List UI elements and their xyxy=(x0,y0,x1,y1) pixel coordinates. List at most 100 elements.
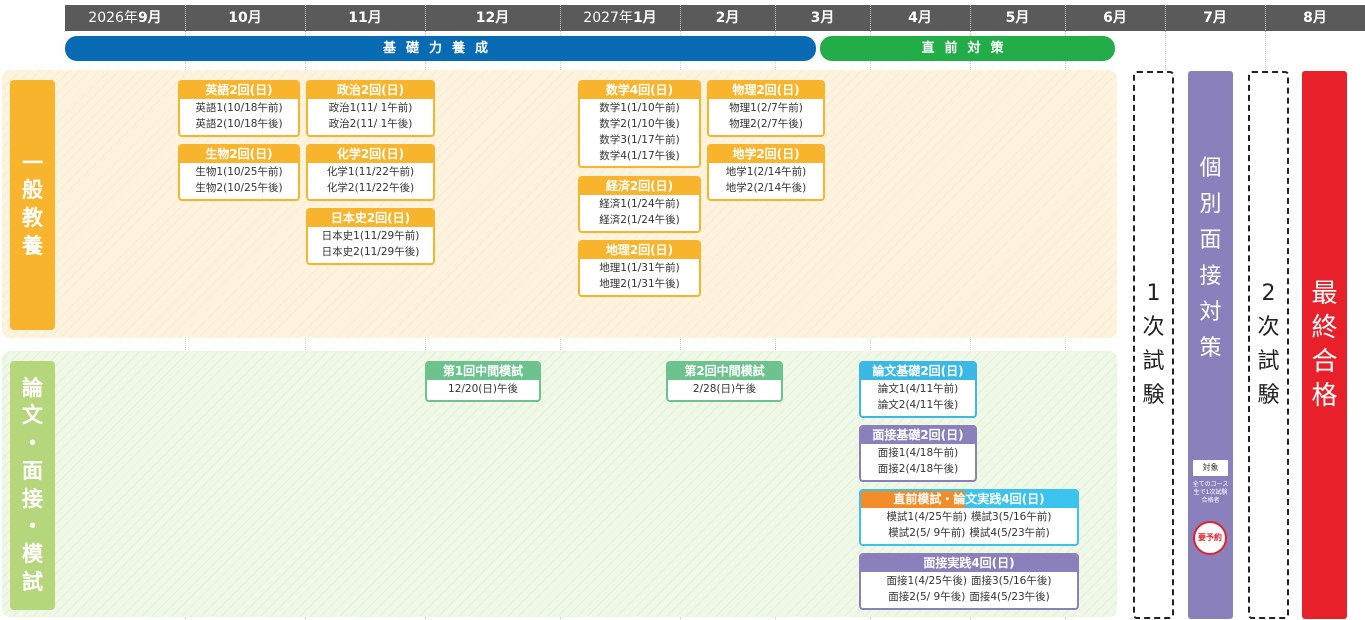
box-line: 生物1(10/25午前) xyxy=(195,166,283,178)
box-line: 生物2(10/25午後) xyxy=(195,182,283,194)
label-char: 験 xyxy=(1142,383,1165,408)
month-name: 5月 xyxy=(1005,10,1030,26)
label-char: 論 xyxy=(22,375,43,400)
label-char: 最 xyxy=(1311,279,1338,309)
subject-box: 地学2回(日)地学1(2/14午前)地学2(2/14午後) xyxy=(707,144,825,201)
box-line: 日本史2(11/29午後) xyxy=(321,246,420,258)
month-label: 3月 xyxy=(775,5,870,31)
label-char: 試 xyxy=(1142,349,1165,374)
label-char: 試 xyxy=(1257,349,1280,374)
label-char: 格 xyxy=(1311,381,1338,411)
year-label: 2026年 xyxy=(88,10,138,26)
box-line: 政治1(11/ 1午前) xyxy=(328,102,413,114)
subject-box: 化学2回(日)化学1(11/22午前)化学2(11/22午後) xyxy=(306,144,435,201)
box-title: 政治2回(日) xyxy=(308,82,433,99)
essay-section-label: 論文・面接・模試 xyxy=(10,361,55,610)
label-char: 験 xyxy=(1257,383,1280,408)
box-line-item: 模試1(4/25午前) xyxy=(886,511,967,523)
box-line: 数学3(1/17午前) xyxy=(599,134,680,146)
box-title: 面接実践4回(日) xyxy=(861,555,1077,572)
month-label: 2026年9月 xyxy=(65,5,185,31)
subject-box: 政治2回(日) 政治1(11/ 1午前) 政治2(11/ 1午後) xyxy=(306,80,435,137)
box-line: 英語1(10/18午前) xyxy=(195,102,283,114)
subject-box: 生物2回(日)生物1(10/25午前)生物2(10/25午後) xyxy=(178,144,300,201)
box-line: 数学2(1/10午後) xyxy=(599,118,680,130)
label-char: ・ xyxy=(22,431,43,456)
label-char: 接 xyxy=(22,486,43,511)
label-char: 養 xyxy=(22,233,43,258)
box-line: 経済1(1/24午前) xyxy=(599,198,680,210)
box-line-item: 面接4(5/23午後) xyxy=(969,591,1050,603)
subject-box: 経済2回(日)経済1(1/24午前)経済2(1/24午後) xyxy=(578,176,701,233)
box-title: 化学2回(日) xyxy=(308,146,433,163)
session-box: 面接基礎2回(日) 面接1(4/18午前) 面接2(4/18午後) xyxy=(859,425,977,482)
phase-bar-final-prep: 直前対策 xyxy=(820,36,1115,61)
session-box: 面接実践4回(日) 面接1(4/25午後) 面接3(5/16午後) 面接2(5/ 9午… xyxy=(859,553,1079,610)
subject-box: 日本史2回(日) 日本史1(11/29午前) 日本史2(11/29午後) xyxy=(306,208,435,265)
box-line-item: 面接3(5/16午後) xyxy=(971,575,1052,587)
label-char: 策 xyxy=(1199,336,1222,361)
box-line: 数学4(1/17午後) xyxy=(599,150,680,162)
box-line: 物理1(2/7午前) xyxy=(729,102,803,114)
label-char: 面 xyxy=(22,458,43,483)
phase-bar-basic: 基礎力養成 xyxy=(65,36,816,61)
box-line: 2/28(日)午後 xyxy=(692,383,757,395)
month-name: 2月 xyxy=(715,10,740,26)
box-line: 面接1(4/25午後) 面接3(5/16午後) xyxy=(861,573,1077,589)
label-char: 2 xyxy=(1261,281,1276,306)
label-char: 般 xyxy=(22,178,43,203)
label-char: 試 xyxy=(22,569,43,594)
month-name: 11月 xyxy=(348,10,382,26)
month-label: 12月 xyxy=(425,5,560,31)
box-line: 英語2(10/18午後) xyxy=(195,118,283,130)
subject-box: 物理2回(日)物理1(2/7午前)物理2(2/7午後) xyxy=(707,80,825,137)
label-char: 模 xyxy=(22,541,43,566)
month-name: 8月 xyxy=(1303,10,1327,26)
box-title: 面接基礎2回(日) xyxy=(861,427,975,444)
year-label: 2027年 xyxy=(583,10,633,26)
box-title: 直前模試・論文実践4回(日) xyxy=(861,491,1077,508)
box-line: 面接2(5/ 9午後)面接4(5/23午後) xyxy=(861,589,1077,605)
box-line: 地理1(1/31午前) xyxy=(599,262,680,274)
box-line: 化学1(11/22午前) xyxy=(326,166,415,178)
month-label: 2027年1月 xyxy=(560,5,680,31)
box-title: 日本史2回(日) xyxy=(308,210,433,227)
box-line-item: 模試3(5/16午前) xyxy=(971,511,1052,523)
label-char: 合 xyxy=(1311,347,1338,377)
reservation-required-badge: 要予約 xyxy=(1193,521,1227,555)
box-line: 面接1(4/18午前) xyxy=(877,447,959,459)
general-section-label: 一般教養 xyxy=(10,80,55,330)
box-line: 日本史1(11/29午前) xyxy=(321,230,420,242)
month-label: 6月 xyxy=(1065,5,1165,31)
month-label: 10月 xyxy=(185,5,305,31)
box-line: 面接2(4/18午後) xyxy=(877,463,959,475)
label-char: 別 xyxy=(1199,192,1222,217)
box-title: 数学4回(日) xyxy=(580,82,699,99)
label-char: 教 xyxy=(22,206,43,230)
session-box: 第1回中間模試 12/20(日)午後 xyxy=(425,361,541,402)
box-line: 地学1(2/14午前) xyxy=(725,166,807,178)
label-char: 一 xyxy=(22,150,43,175)
box-title: 地学2回(日) xyxy=(709,146,823,163)
month-name: 4月 xyxy=(908,10,932,26)
box-title: 第1回中間模試 xyxy=(427,363,539,380)
subject-box: 数学4回(日)数学1(1/10午前)数学2(1/10午後)数学3(1/17午前)… xyxy=(578,80,701,168)
month-name: 3月 xyxy=(810,10,835,26)
box-line-item: 面接2(5/ 9午後) xyxy=(888,591,966,603)
box-line: 模試1(4/25午前) 模試3(5/16午前) xyxy=(861,509,1077,525)
box-line: 政治2(11/ 1午後) xyxy=(328,118,413,130)
month-label: 2月 xyxy=(680,5,775,31)
interview-prep-label: 個別面接対策 xyxy=(1188,151,1233,367)
box-title: 地理2回(日) xyxy=(580,242,699,259)
label-char: 接 xyxy=(1199,264,1222,289)
month-name: 12月 xyxy=(475,10,510,26)
label-char: 文 xyxy=(22,403,43,428)
box-line: 12/20(日)午後 xyxy=(448,383,518,395)
month-label: 4月 xyxy=(870,5,970,31)
box-line-item: 模試4(5/23午前) xyxy=(969,527,1050,539)
month-label: 11月 xyxy=(305,5,425,31)
box-line-item: 面接1(4/25午後) xyxy=(886,575,967,587)
label-char: 対 xyxy=(1199,300,1222,325)
